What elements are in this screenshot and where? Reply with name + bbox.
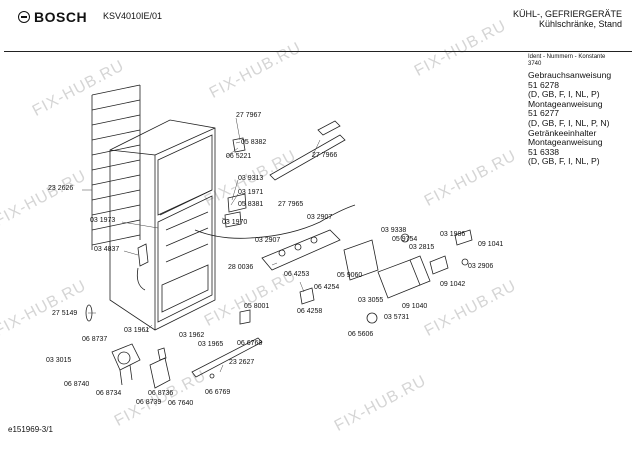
part-label: 03 1961 (124, 327, 149, 334)
doc-line: (D, GB, F, I, NL, P, N) (528, 117, 610, 128)
part-label: 06 8740 (64, 381, 89, 388)
header-divider (4, 51, 632, 52)
condenser-coil (91, 84, 141, 250)
part-label: 06 8734 (96, 390, 121, 397)
part-label: 05 8001 (244, 303, 269, 310)
part-label: 03 2907 (255, 237, 280, 244)
doc-line: 51 6277 (528, 108, 560, 119)
part-label: 06 4258 (297, 308, 322, 315)
part-label: 03 3055 (358, 297, 383, 304)
part-label: 03 9338 (381, 227, 406, 234)
part-label: 03 5731 (384, 314, 409, 321)
clip-part (239, 309, 251, 325)
part-label: 27 7966 (312, 152, 337, 159)
handle-bar (269, 120, 346, 181)
part-label: 06 8737 (82, 336, 107, 343)
control-panel-housing (261, 229, 379, 281)
relay-assembly (111, 343, 171, 389)
category-subline: Kühlschränke, Stand (538, 19, 622, 29)
part-label: 28 0036 (228, 264, 253, 271)
part-label: 03 2907 (307, 214, 332, 221)
part-label: 03 2906 (468, 263, 493, 270)
doc-line: (D, GB, F, I, NL, P) (528, 89, 600, 100)
doc-line: Montageanweisung (528, 137, 603, 148)
doc-line: 51 6278 (528, 79, 560, 90)
part-label: 09 1040 (402, 303, 427, 310)
part-label: 27 5149 (52, 310, 77, 317)
part-label: 05 9060 (337, 272, 362, 279)
cabinet-body (109, 119, 216, 331)
part-label: 03 1962 (179, 332, 204, 339)
part-label: 06 7640 (168, 400, 193, 407)
part-label: 06 5221 (226, 153, 251, 160)
part-label: 27 7965 (278, 201, 303, 208)
document-id: e151969-3/1 (8, 425, 53, 434)
doc-line: Montageanweisung (528, 98, 603, 109)
sensor-part (137, 243, 149, 267)
part-label: 05 8381 (238, 201, 263, 208)
part-label: 03 9313 (238, 175, 263, 182)
part-label: 03 1970 (222, 219, 247, 226)
bosch-logo-icon (18, 11, 30, 23)
ident-value: 3740 (528, 61, 542, 67)
part-label: 03 1973 (90, 217, 115, 224)
lamp-holder (299, 287, 315, 305)
brand-name: BOSCH (34, 9, 88, 25)
brand-logo: BOSCH (18, 9, 87, 25)
documentation-panel: Ident - Nummern - Konstante 3740 Gebrauc… (528, 54, 632, 167)
part-label: 03 2815 (409, 244, 434, 251)
part-label: 06 6768 (237, 340, 262, 347)
doc-line: (D, GB, F, I, NL, P) (528, 156, 600, 167)
part-label: 06 5606 (348, 331, 373, 338)
part-label: 05 8382 (241, 139, 266, 146)
part-label: 27 7967 (236, 112, 261, 119)
clip-part (157, 347, 167, 361)
leader-lines (82, 117, 321, 373)
part-label: 06 6769 (205, 389, 230, 396)
model-number: KSV4010IE/01 (103, 11, 163, 21)
ident-label: Ident - Nummern - Konstante (528, 54, 606, 60)
part-labels: 27 7967 05 8382 06 5221 27 7966 03 9313 … (46, 112, 503, 407)
doc-line: 51 6338 (528, 146, 560, 157)
wire (194, 204, 356, 239)
part-label: 03 1986 (440, 231, 465, 238)
thermostat-unit (366, 229, 473, 324)
capillary-tube (136, 267, 146, 291)
doc-line: Getränkeeinhalter (528, 127, 597, 138)
part-label: 06 8736 (148, 390, 173, 397)
doc-line: Gebrauchsanweisung (528, 70, 612, 80)
bracket-part (227, 193, 247, 213)
header: BOSCH KSV4010IE/01 KÜHL-, GEFRIERGERÄTE … (0, 0, 636, 60)
part-label: 03 1971 (238, 189, 263, 196)
part-label: 05 9754 (392, 236, 417, 243)
part-label: 06 4253 (284, 271, 309, 278)
part-label: 03 3015 (46, 357, 71, 364)
bottom-rail (191, 337, 263, 379)
part-label: 03 1965 (198, 341, 223, 348)
category: KÜHL-, GEFRIERGERÄTE Kühlschränke, Stand (513, 9, 622, 29)
part-label: 09 1041 (478, 241, 503, 248)
part-label: 23 2626 (48, 185, 73, 192)
category-line: KÜHL-, GEFRIERGERÄTE (512, 9, 622, 19)
part-label: 03 4837 (94, 246, 119, 253)
part-label: 06 4254 (314, 284, 339, 291)
part-label: 23 2627 (229, 359, 254, 366)
part-label: 09 1042 (440, 281, 465, 288)
bracket-part (224, 211, 242, 228)
part-label: 06 8739 (136, 399, 161, 406)
